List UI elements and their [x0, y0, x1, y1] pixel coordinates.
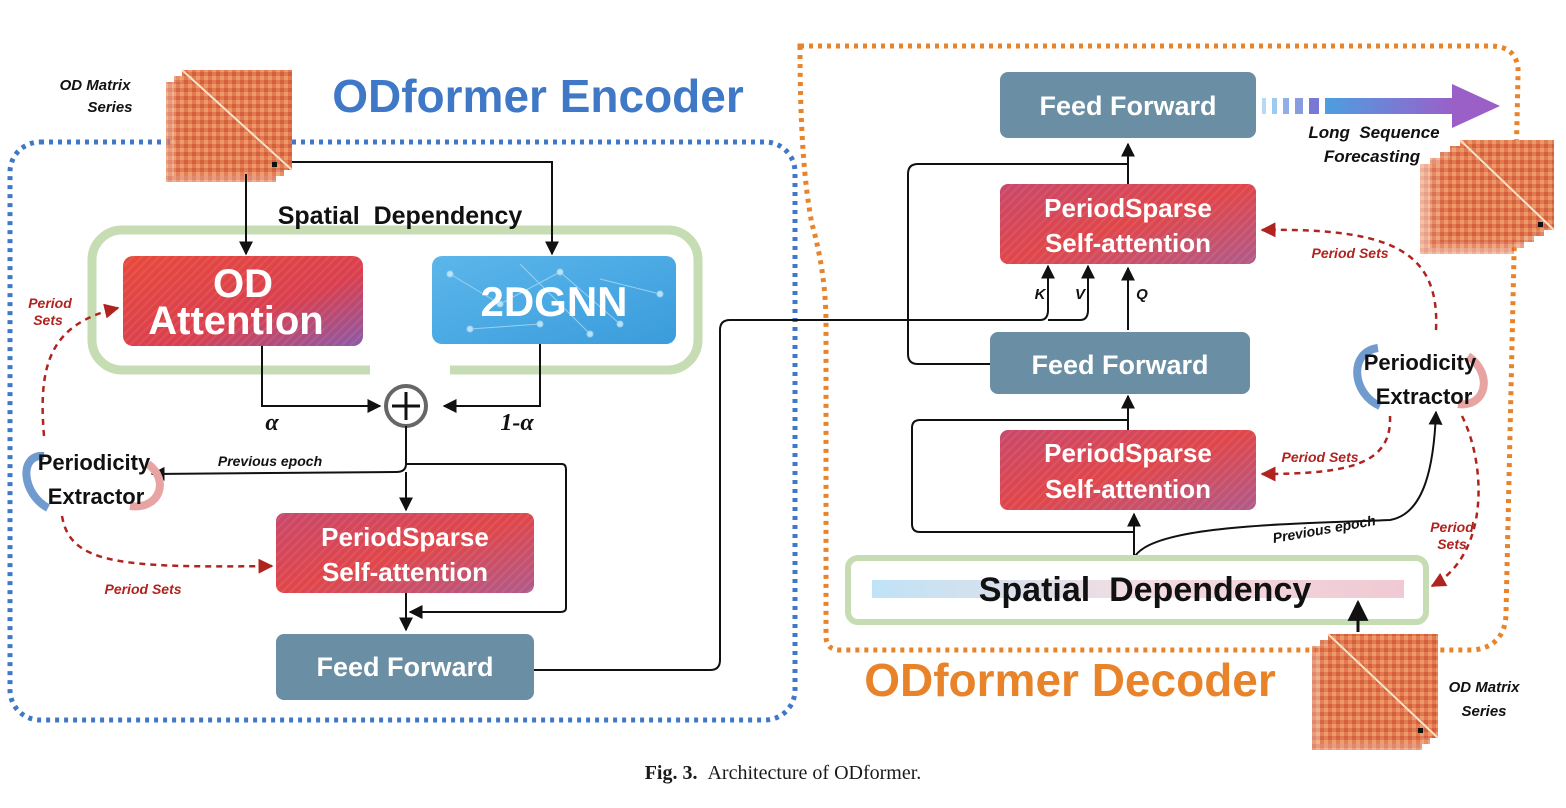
encoder-od-matrix-label-line1: OD Matrix [60, 77, 132, 94]
figure-caption-text: Architecture of ODformer. [707, 762, 922, 784]
gnn-graph-texture [446, 263, 664, 338]
q-label: Q [1136, 286, 1148, 303]
decoder-top-periodsparse-label-line1: PeriodSparse [1044, 193, 1212, 223]
encoder-od-matrix-label-line2: Series [87, 99, 132, 116]
alpha-label: α [265, 410, 279, 436]
gnn-block [432, 256, 676, 344]
decoder-top-feed-forward-block [1000, 72, 1256, 138]
decoder-title: ODformer Decoder [864, 654, 1276, 706]
encoder-feed-forward-block [276, 634, 534, 700]
decoder-period-sets-right-line2: Sets [1437, 536, 1467, 552]
decoder-mid-feed-forward-block [990, 332, 1250, 394]
fusion-operator-icon [384, 384, 428, 428]
decoder-period-sets-mid-label: Period Sets [1281, 449, 1358, 465]
one-minus-alpha-label: 1-α [500, 410, 534, 436]
decoder-od-matrix-stack [1312, 633, 1439, 750]
encoder-feed-forward-label: Feed Forward [316, 652, 493, 682]
decoder-spatial-dependency-label: Spatial Dependency [979, 571, 1312, 609]
encoder-spatial-dependency-label: Spatial Dependency [278, 202, 523, 230]
decoder-bottom-periodsparse-label-line1: PeriodSparse [1044, 438, 1212, 468]
k-label: K [1035, 286, 1047, 303]
decoder-bottom-periodsparse-label-line2: Self-attention [1045, 474, 1211, 504]
decoder-spatial-dependency-bar [872, 580, 1404, 598]
decoder-top-periodsparse-label-line2: Self-attention [1045, 228, 1211, 258]
encoder-periodicity-cycle-icon [22, 452, 164, 512]
decoder-periodicity-cycle-icon [1353, 344, 1488, 410]
encoder-period-sets-vertical-line1: Period [28, 295, 72, 311]
decoder-top-feed-forward-label: Feed Forward [1039, 91, 1216, 121]
encoder-periodsparse-label-line2: Self-attention [322, 557, 488, 587]
encoder-periodicity-label-line2: Extractor [48, 484, 145, 509]
decoder-previous-epoch-label: Previous epoch [1271, 512, 1376, 546]
decoder-od-matrix-label-line1: OD Matrix [1449, 679, 1521, 696]
encoder-previous-epoch-label: Previous epoch [218, 453, 322, 469]
decoder-periodicity-label-line2: Extractor [1376, 384, 1473, 409]
decoder-mid-feed-forward-label: Feed Forward [1031, 350, 1208, 380]
v-label: V [1075, 286, 1087, 303]
decoder-periodicity-label-line1: Periodicity [1364, 350, 1477, 375]
od-attention-label-line1: OD [213, 262, 273, 306]
decoder-period-sets-right-line1: Period [1430, 519, 1474, 535]
long-sequence-label-line1: Long Sequence [1308, 123, 1439, 142]
encoder-periodicity-label-line1: Periodicity [38, 450, 151, 475]
long-sequence-forecasting-arrow [1262, 84, 1500, 128]
encoder-od-matrix-stack [166, 69, 293, 182]
encoder-title: ODformer Encoder [332, 70, 744, 122]
long-sequence-label-line2: Forecasting [1324, 147, 1421, 166]
figure-number: Fig. 3. [644, 762, 698, 784]
od-attention-label-line2: Attention [148, 299, 324, 343]
gnn-label: 2DGNN [480, 278, 627, 325]
encoder-dotted-frame [7, 139, 798, 723]
encoder-period-sets-vertical-line2: Sets [33, 312, 63, 328]
decoder-period-sets-top-label: Period Sets [1311, 245, 1388, 261]
decoder-od-matrix-label-line2: Series [1461, 703, 1506, 720]
decoder-dotted-frame [797, 43, 1521, 653]
encoder-periodsparse-label-line1: PeriodSparse [321, 522, 489, 552]
encoder-period-sets-bottom-label: Period Sets [104, 581, 181, 597]
figure-caption: Fig. 3. Architecture of ODformer. [0, 762, 1566, 785]
forecast-od-matrix-stack [1420, 139, 1555, 254]
